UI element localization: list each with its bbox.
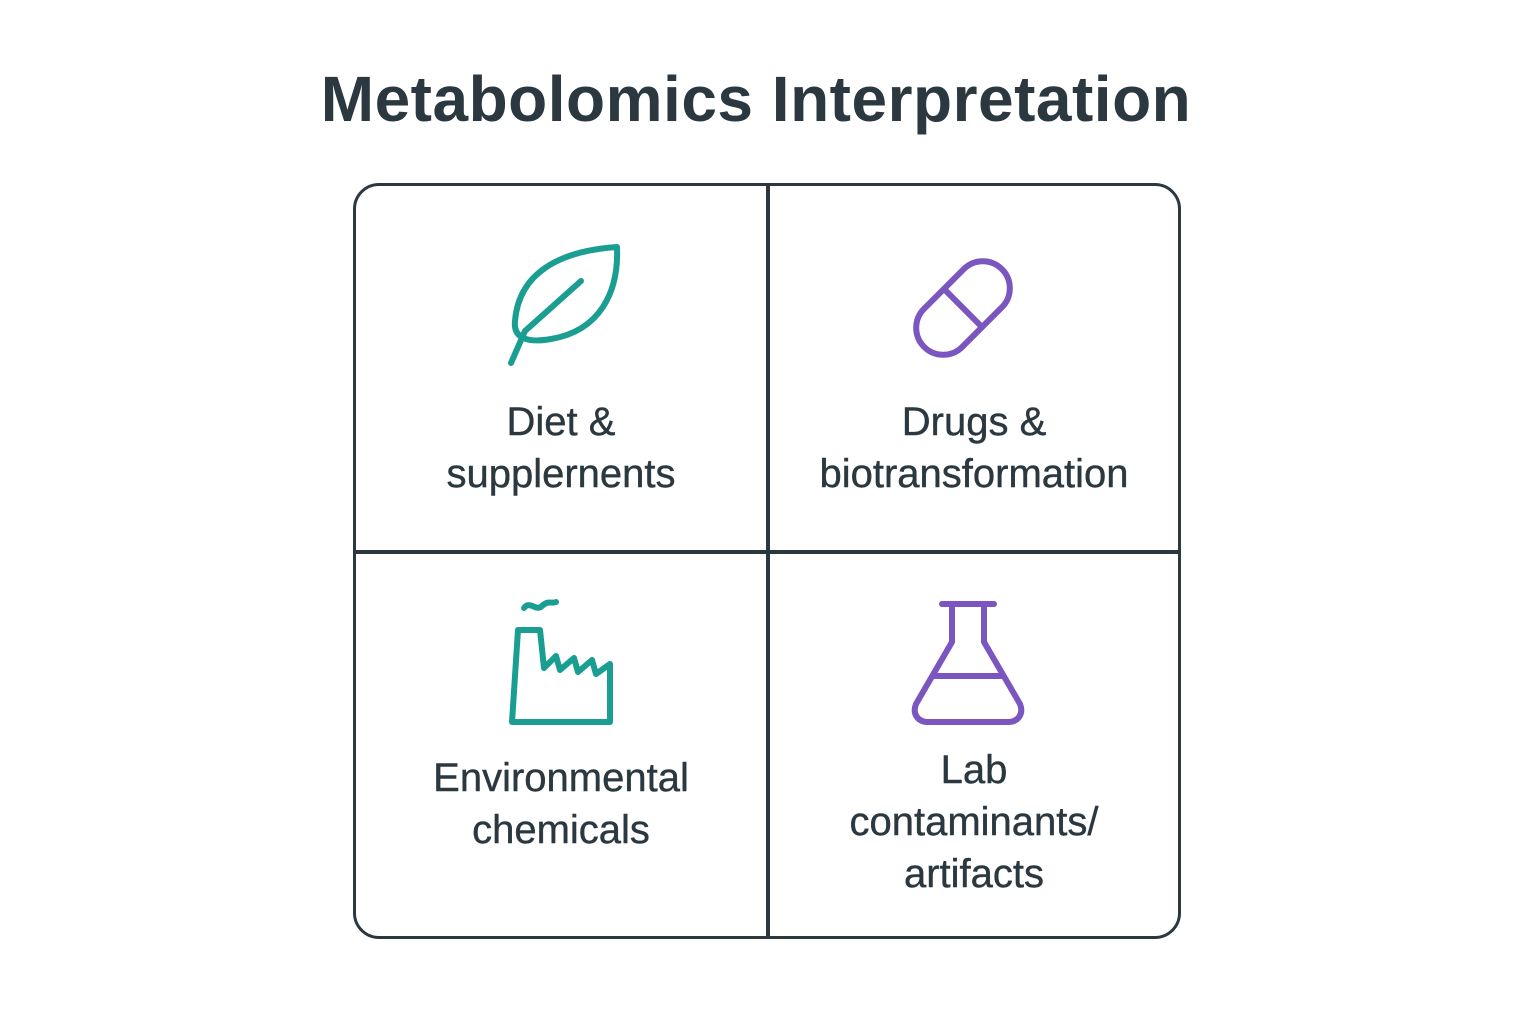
label-line: Environmental — [433, 756, 689, 800]
quadrant-grid: Diet & supplernents Drugs & biotransform… — [353, 183, 1181, 939]
quadrant-environmental-chemicals: Environmental chemicals — [356, 554, 766, 936]
label-line: supplernents — [446, 452, 676, 496]
leaf-icon — [508, 244, 621, 366]
label-line: biotransformation — [819, 452, 1129, 496]
horizontal-divider — [356, 550, 1178, 554]
quadrant-drugs-biotransformation: Drugs & biotransformation — [770, 186, 1178, 550]
quadrant-lab-contaminants: Lab contaminants/ artifacts — [770, 554, 1178, 936]
label-line: chemicals — [472, 808, 650, 852]
quadrant-diet-supplements: Diet & supplernents — [356, 186, 766, 550]
vertical-divider — [766, 186, 770, 936]
erlenmeyer-flask-icon — [911, 601, 1025, 725]
pill-capsule-icon — [913, 258, 1013, 358]
label-line: Lab — [940, 748, 1008, 792]
diagram-title: Metabolomics Interpretation — [320, 63, 1192, 135]
factory-icon — [509, 599, 613, 725]
label-line: contaminants/ — [849, 800, 1099, 844]
label-line: Diet & — [506, 400, 616, 444]
label-line: Drugs & — [901, 400, 1047, 444]
label-line: artifacts — [903, 852, 1045, 896]
